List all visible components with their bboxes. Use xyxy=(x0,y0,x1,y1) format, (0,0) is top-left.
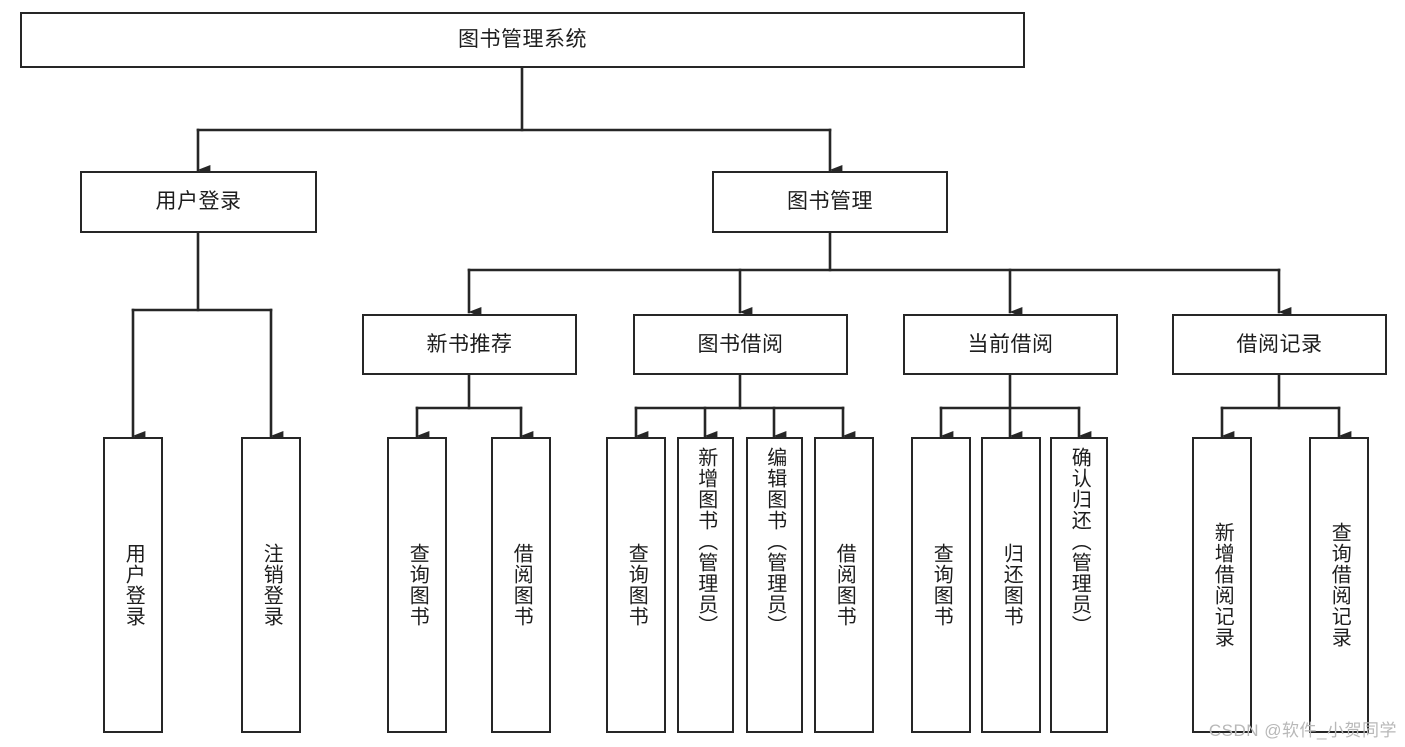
node-new-book-recommend-label: 新书推荐 xyxy=(426,332,513,356)
node-leaf-user-login-label: 用户登录 xyxy=(122,543,145,627)
node-borrow-record-label: 借阅记录 xyxy=(1236,332,1323,356)
node-leaf-edit-book[interactable]: 编辑图书（管理员） xyxy=(746,437,803,733)
node-leaf-query-book-1-label: 查询图书 xyxy=(406,543,429,627)
node-leaf-user-logout-label: 注销登录 xyxy=(260,543,283,627)
node-root-label: 图书管理系统 xyxy=(458,28,587,52)
node-leaf-add-book[interactable]: 新增图书（管理员） xyxy=(677,437,734,733)
node-leaf-query-book-3-label: 查询图书 xyxy=(930,543,953,627)
node-leaf-add-record-label: 新增借阅记录 xyxy=(1211,522,1234,648)
node-leaf-query-book-2[interactable]: 查询图书 xyxy=(606,437,666,733)
node-leaf-user-logout[interactable]: 注销登录 xyxy=(241,437,301,733)
node-leaf-query-record-label: 查询借阅记录 xyxy=(1328,522,1351,648)
node-leaf-return-book-label: 归还图书 xyxy=(1000,543,1023,627)
node-book-borrow-label: 图书借阅 xyxy=(697,332,784,356)
node-book-manage-label: 图书管理 xyxy=(787,190,873,214)
watermark-text: CSDN @软件_小贺同学 xyxy=(1208,721,1397,740)
node-current-borrow[interactable]: 当前借阅 xyxy=(903,314,1118,375)
node-leaf-borrow-book-2-label: 借阅图书 xyxy=(833,543,856,627)
node-leaf-user-login[interactable]: 用户登录 xyxy=(103,437,163,733)
node-leaf-borrow-book-1[interactable]: 借阅图书 xyxy=(491,437,551,733)
node-leaf-borrow-book-1-label: 借阅图书 xyxy=(510,543,533,627)
node-leaf-add-book-label: 新增图书（管理员） xyxy=(694,447,717,636)
node-leaf-query-record[interactable]: 查询借阅记录 xyxy=(1309,437,1369,733)
node-leaf-query-book-3[interactable]: 查询图书 xyxy=(911,437,971,733)
node-borrow-record[interactable]: 借阅记录 xyxy=(1172,314,1387,375)
node-book-manage[interactable]: 图书管理 xyxy=(712,171,948,233)
node-new-book-recommend[interactable]: 新书推荐 xyxy=(362,314,577,375)
node-root[interactable]: 图书管理系统 xyxy=(20,12,1025,68)
node-user-login[interactable]: 用户登录 xyxy=(80,171,317,233)
node-leaf-confirm-return-label: 确认归还（管理员） xyxy=(1068,447,1091,636)
node-leaf-return-book[interactable]: 归还图书 xyxy=(981,437,1041,733)
node-leaf-confirm-return[interactable]: 确认归还（管理员） xyxy=(1050,437,1108,733)
node-leaf-borrow-book-2[interactable]: 借阅图书 xyxy=(814,437,874,733)
node-leaf-query-book-2-label: 查询图书 xyxy=(625,543,648,627)
node-user-login-label: 用户登录 xyxy=(155,190,242,214)
node-current-borrow-label: 当前借阅 xyxy=(967,332,1054,356)
node-book-borrow[interactable]: 图书借阅 xyxy=(633,314,848,375)
node-leaf-edit-book-label: 编辑图书（管理员） xyxy=(763,447,786,636)
node-leaf-add-record[interactable]: 新增借阅记录 xyxy=(1192,437,1252,733)
node-leaf-query-book-1[interactable]: 查询图书 xyxy=(387,437,447,733)
